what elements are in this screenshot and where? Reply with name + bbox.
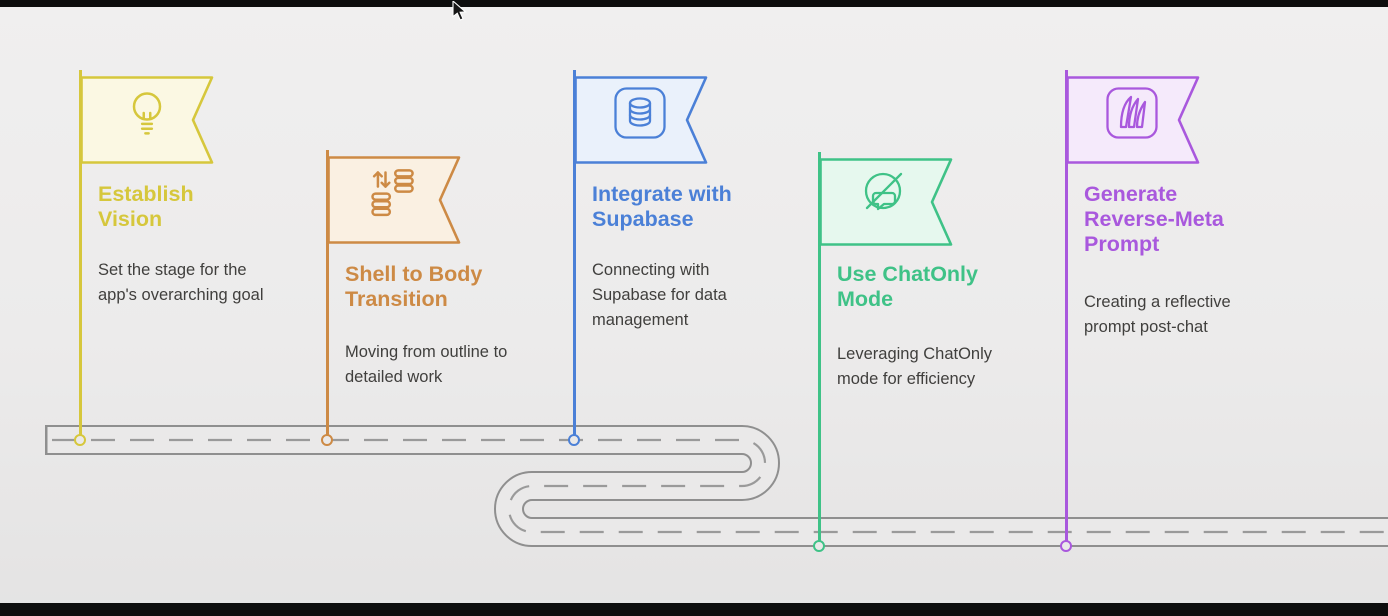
flag-pole (572, 70, 576, 440)
milestone-title: Use ChatOnly Mode (837, 262, 978, 311)
flag-banner (327, 156, 461, 244)
milestone-description: Creating a reflective prompt post-chat (1084, 293, 1231, 336)
milestone-description: Set the stage for the app's overarching … (98, 261, 264, 304)
flag-pole (325, 150, 329, 440)
flag-pole (817, 152, 821, 546)
chat-disabled-icon (858, 168, 912, 222)
reverse-meta-icon (1105, 86, 1159, 140)
flag-pole (78, 70, 82, 440)
lightbulb-icon (121, 87, 173, 139)
letterbox-bottom (0, 603, 1388, 616)
road-node (73, 433, 86, 446)
road-node (812, 539, 825, 552)
letterbox-top (0, 0, 1388, 7)
flag-banner (1066, 76, 1200, 164)
milestone-description: Leveraging ChatOnly mode for efficiency (837, 345, 993, 388)
road-node (1059, 539, 1072, 552)
database-icon (613, 86, 667, 140)
milestone-title: Shell to Body Transition (345, 262, 483, 311)
milestone-title: Generate Reverse-Meta Prompt (1084, 182, 1224, 256)
milestone-title: Integrate with Supabase (592, 182, 732, 231)
road-centerline (52, 438, 1388, 534)
milestone-title: Establish Vision (98, 182, 194, 231)
mouse-cursor (452, 0, 470, 28)
road-node (567, 433, 580, 446)
flag-banner (819, 158, 953, 246)
flag-pole (1064, 70, 1068, 546)
road-node (320, 433, 333, 446)
data-transfer-icon (366, 166, 418, 218)
milestone-description: Connecting with Supabase for data manage… (592, 261, 727, 329)
milestone-description: Moving from outline to detailed work (345, 343, 508, 386)
